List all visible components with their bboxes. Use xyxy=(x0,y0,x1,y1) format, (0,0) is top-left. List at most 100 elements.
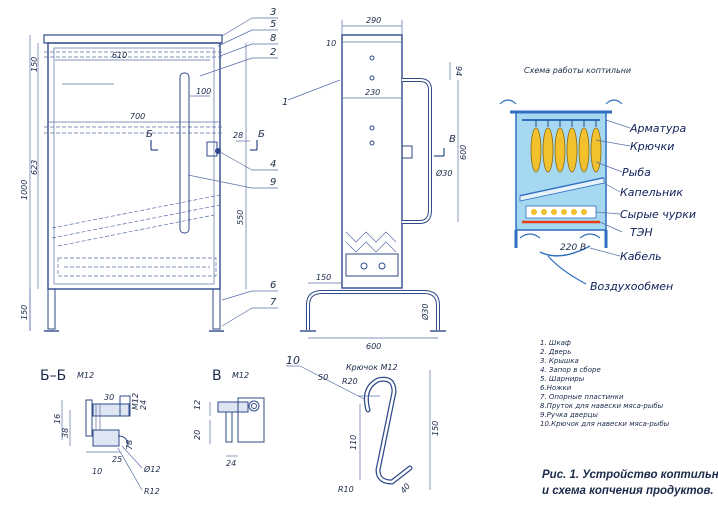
dim-hook-50: 50 xyxy=(318,373,328,382)
dim-v-12: 12 xyxy=(193,400,202,410)
dim-bb-m12: M12 xyxy=(131,393,140,410)
fish xyxy=(530,120,542,173)
cabinet-body xyxy=(47,42,221,290)
fish xyxy=(590,120,602,173)
schema-label-kapelnik: Капельник xyxy=(620,186,683,199)
callout-6: 6 xyxy=(270,280,276,291)
callout-8: 8 xyxy=(270,33,276,44)
callout-10: 10 xyxy=(286,354,300,367)
dim-150-side: 150 xyxy=(316,273,331,282)
fish xyxy=(578,120,590,173)
legend-item: 4. Запор в сборе xyxy=(540,366,601,374)
dim-550: 550 xyxy=(236,210,245,225)
section-mark-left: Б xyxy=(146,129,153,140)
schema-fish-group xyxy=(530,120,602,173)
callout-2: 2 xyxy=(270,47,276,58)
dim-150-top: 150 xyxy=(30,57,39,72)
hook-detail: Крючок М12 10 50 R20 110 150 R10 40 xyxy=(286,354,440,495)
legend-item: 5. Шарниры xyxy=(540,375,585,383)
legend-item: 10.Крючок для навески мяса-рыбы xyxy=(540,420,670,428)
hook-title: Крючок М12 xyxy=(346,363,398,372)
parts-legend: 1. Шкаф 2. Дверь 3. Крышка 4. Запор в сб… xyxy=(540,339,670,428)
dim-94: 94 xyxy=(454,66,463,76)
legend-item: 6.Ножки xyxy=(540,384,572,392)
dim-hook-110: 110 xyxy=(349,435,358,450)
schema-label-vozduhoobmen: Воздухообмен xyxy=(590,280,673,293)
leg-left xyxy=(47,288,56,330)
caption-line-1: Рис. 1. Устройство коптильни xyxy=(542,469,718,481)
schema-title: Схема работы коптильни xyxy=(524,66,631,75)
dim-bb-38: 38 xyxy=(61,428,70,438)
schema-label-armatura: Арматура xyxy=(629,122,686,135)
dim-d30-stand: Ø30 xyxy=(420,304,430,321)
schema-label-churki: Сырые чурки xyxy=(620,208,696,221)
fish xyxy=(542,120,554,173)
dim-bb-10: 10 xyxy=(92,467,102,476)
side-handle xyxy=(402,78,432,224)
legend-item: 7. Опорные пластинки xyxy=(540,393,624,401)
schema-cable xyxy=(539,245,591,257)
dim-600-width: 600 xyxy=(366,342,381,351)
dim-bb-78: 78 xyxy=(125,440,134,450)
schema-label-kryuchki: Крючки xyxy=(630,140,674,153)
schema-label-ryba: Рыба xyxy=(622,166,651,179)
dim-d30-handle: Ø30 xyxy=(435,168,452,178)
dim-bb-25: 25 xyxy=(112,455,122,464)
fish xyxy=(566,120,578,173)
smoking-schema: Схема работы коптильни xyxy=(499,66,696,293)
legend-item: 8.Пруток для навески мяса-рыбы xyxy=(540,402,664,410)
view-v-title: В xyxy=(212,368,222,384)
side-body xyxy=(341,34,403,289)
dim-v-24: 24 xyxy=(226,459,236,468)
dim-bb-24: 24 xyxy=(139,400,148,410)
dim-bb-r12: R12 xyxy=(144,487,160,496)
dim-100: 100 xyxy=(196,87,211,96)
schema-voltage: 220 В xyxy=(560,243,586,253)
view-v: В M12 12 20 24 xyxy=(193,368,265,468)
schema-wood-chips xyxy=(525,205,597,219)
dim-28: 28 xyxy=(233,131,243,140)
side-stand xyxy=(306,290,440,330)
caption-line-2: и схема копчения продуктов. xyxy=(542,485,714,497)
legend-item: 2. Дверь xyxy=(540,348,571,356)
legend-item: 9.Ручка дверцы xyxy=(540,411,598,419)
callout-1: 1 xyxy=(282,97,288,108)
dim-hook-40: 40 xyxy=(399,482,412,496)
leg-right xyxy=(212,288,221,330)
dim-bb-16: 16 xyxy=(53,414,62,424)
dim-bb-30: 30 xyxy=(104,393,114,402)
dim-hook-r10: R10 xyxy=(338,485,354,494)
dim-hook-150: 150 xyxy=(431,421,440,436)
cabinet-roof xyxy=(43,34,223,44)
dim-700: 700 xyxy=(130,112,145,121)
callout-9: 9 xyxy=(270,177,276,188)
schema-label-kabel: Кабель xyxy=(620,250,662,263)
legend-item: 1. Шкаф xyxy=(540,339,571,347)
callout-5: 5 xyxy=(270,19,276,30)
dim-hook-r20: R20 xyxy=(342,377,358,386)
dim-bb-d12: Ø12 xyxy=(143,464,160,474)
door-handle xyxy=(179,72,190,234)
front-view: 610 700 1000 623 550 150 150 100 28 Б Б … xyxy=(20,7,341,332)
dim-150-leg: 150 xyxy=(20,305,29,320)
section-bb: Б–Б M12 30 M12 24 16 38 78 25 10 Ø12 R12 xyxy=(40,368,160,496)
dim-1000: 1000 xyxy=(20,180,29,200)
legend-item: 3. Крышка xyxy=(540,357,579,365)
section-bb-title: Б–Б xyxy=(40,368,66,384)
dim-600-height: 600 xyxy=(459,145,468,160)
view-v-thread: M12 xyxy=(232,371,249,380)
section-bb-thread: M12 xyxy=(77,371,94,380)
side-view: 290 10 230 600 150 600 Ø30 Ø30 94 В xyxy=(300,16,468,351)
dim-290: 290 xyxy=(366,16,381,25)
hook-shape xyxy=(363,376,413,485)
view-arrow-v: В xyxy=(449,134,456,145)
heater-box xyxy=(345,253,399,277)
dim-610: 610 xyxy=(112,51,127,60)
callout-3: 3 xyxy=(270,7,276,18)
dim-623: 623 xyxy=(30,160,39,175)
schema-airflow-arrow xyxy=(547,255,587,285)
dim-v-20: 20 xyxy=(193,430,202,440)
door-latch xyxy=(206,141,218,157)
callout-7: 7 xyxy=(270,297,277,308)
